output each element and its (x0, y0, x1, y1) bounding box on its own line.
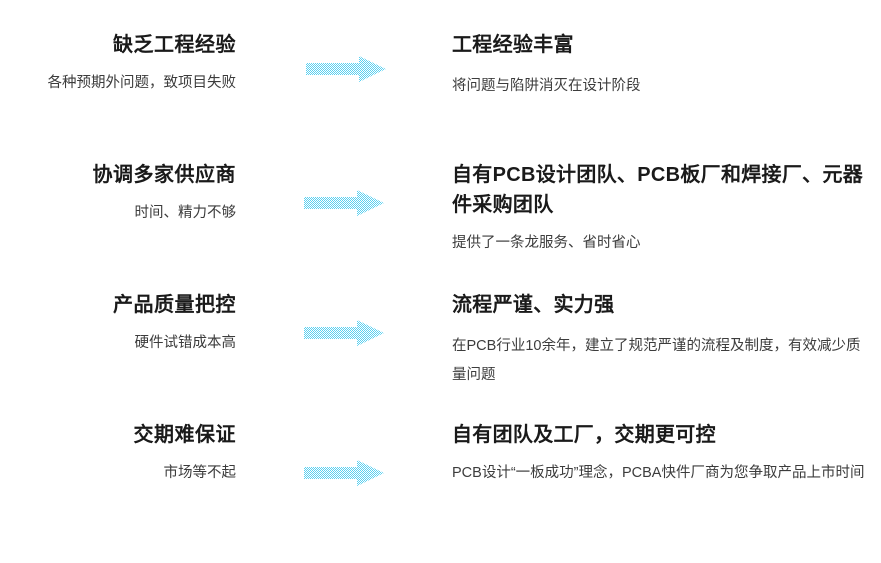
solution-block: 自有PCB设计团队、PCB板厂和焊接厂、元器件采购团队 提供了一条龙服务、省时省… (452, 160, 881, 258)
problem-block: 缺乏工程经验 各种预期外问题，致项目失败 (0, 30, 237, 95)
solution-title: 流程严谨、实力强 (452, 294, 615, 316)
solution-subtitle: PCB设计“一板成功”理念，PCBA快件厂商为您争取产品上市时间 (452, 465, 865, 481)
problem-title: 缺乏工程经验 (113, 34, 236, 56)
problem-title: 交期难保证 (133, 424, 236, 446)
solution-subtitle: 提供了一条龙服务、省时省心 (452, 235, 641, 251)
right-arrow-icon (306, 56, 386, 82)
arrow-cell (236, 160, 452, 216)
solution-subtitle: 将问题与陷阱消灭在设计阶段 (452, 78, 641, 94)
right-arrow-icon (304, 320, 384, 346)
solution-title: 自有团队及工厂，交期更可控 (452, 424, 716, 446)
solution-title: 工程经验丰富 (452, 34, 574, 56)
problem-subtitle: 市场等不起 (163, 465, 237, 481)
solution-title: 自有PCB设计团队、PCB板厂和焊接厂、元器件采购团队 (452, 164, 864, 216)
problem-title: 协调多家供应商 (92, 164, 236, 186)
problem-block: 协调多家供应商 时间、精力不够 (0, 160, 237, 225)
problem-block: 产品质量把控 硬件试错成本高 (0, 290, 236, 355)
problem-subtitle: 硬件试错成本高 (134, 335, 237, 351)
solution-subtitle: 在PCB行业10余年，建立了规范严谨的流程及制度，有效减少质量问题 (452, 338, 861, 383)
problem-subtitle: 各种预期外问题，致项目失败 (47, 75, 237, 91)
solution-block: 自有团队及工厂，交期更可控 PCB设计“一板成功”理念，PCBA快件厂商为您争取… (452, 420, 881, 488)
comparison-row: 产品质量把控 硬件试错成本高 流程严谨、实力强 在PCB行业10余年，建立了规范… (0, 290, 881, 390)
solution-block: 流程严谨、实力强 在PCB行业10余年，建立了规范严谨的流程及制度，有效减少质量… (452, 290, 881, 390)
problem-subtitle: 时间、精力不够 (134, 205, 237, 221)
comparison-row: 缺乏工程经验 各种预期外问题，致项目失败 工程经验丰富 将问题与陷阱消灭在设计阶… (0, 30, 881, 101)
arrow-cell (236, 420, 452, 486)
solution-block: 工程经验丰富 将问题与陷阱消灭在设计阶段 (452, 30, 881, 101)
comparison-row: 协调多家供应商 时间、精力不够 自有PCB设计团队、PCB板厂和焊接厂、元器件采… (0, 160, 881, 258)
comparison-row: 交期难保证 市场等不起 自有团队及工厂，交期更可控 PCB设计“一板成功”理念，… (0, 420, 881, 488)
problem-title: 产品质量把控 (113, 294, 236, 316)
arrow-cell (236, 30, 452, 82)
arrow-cell (236, 290, 452, 346)
right-arrow-icon (304, 190, 384, 216)
problem-block: 交期难保证 市场等不起 (0, 420, 237, 485)
right-arrow-icon (304, 460, 384, 486)
